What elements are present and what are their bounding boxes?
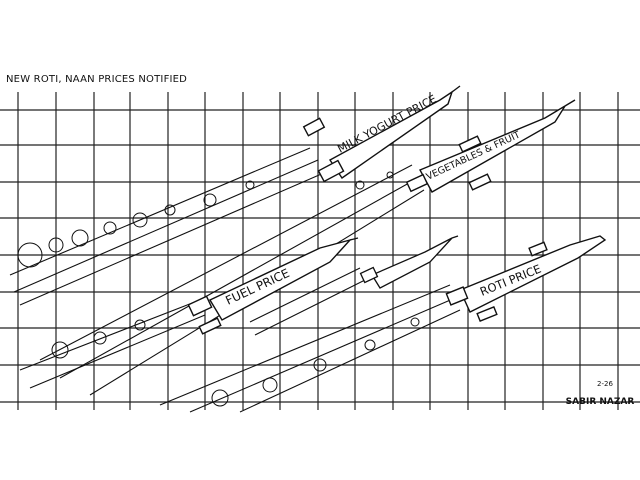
artist-signature: 2-26 SABIR NAZAR — [566, 380, 635, 407]
rocket-fuel: FUEL PRICE — [187, 237, 359, 335]
smoke-puffs — [17, 171, 420, 407]
exhaust-trails — [9, 147, 461, 413]
rocket-small-warhead — [359, 235, 459, 289]
cartoon-caption: NEW ROTI, NAAN PRICES NOTIFIED — [6, 74, 188, 85]
rocket-roti: ROTI PRICE — [445, 235, 607, 322]
signature-date: 2-26 — [597, 380, 613, 388]
signature-name: SABIR NAZAR — [566, 397, 635, 407]
